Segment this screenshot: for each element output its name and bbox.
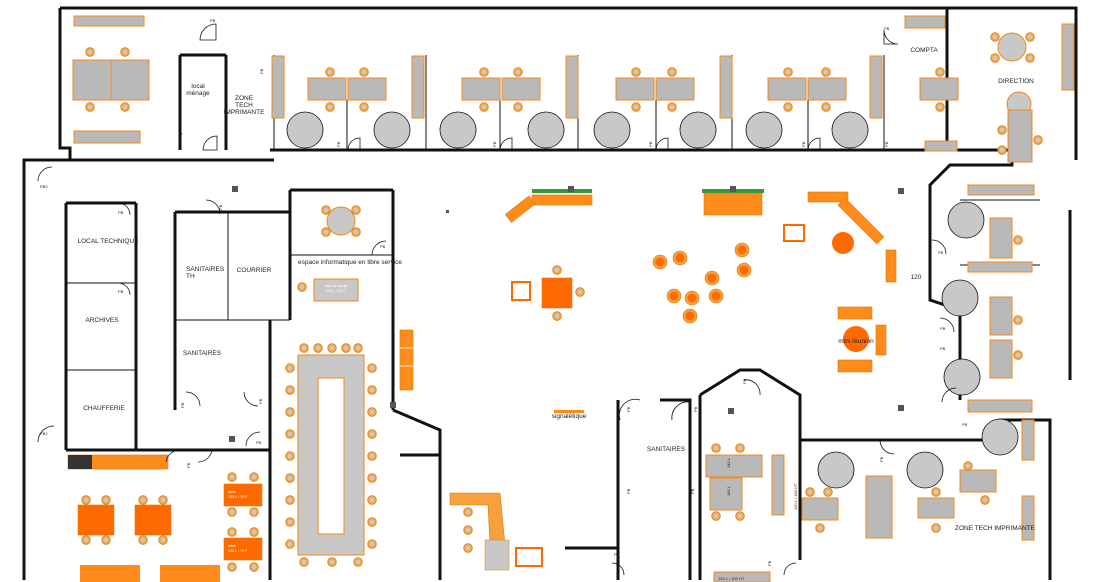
cafeteria-furniture: [67, 454, 263, 582]
round-tables-top: [286, 111, 1019, 489]
tag-pb: PB: [178, 132, 183, 138]
top-offices-furniture: [72, 15, 959, 152]
tag-pb: PB: [879, 456, 884, 462]
label-courrier: COURRIER: [237, 267, 272, 274]
tag-pb: PB: [218, 204, 223, 210]
tag-pb: PB: [336, 141, 341, 147]
tag-pb2: PB2: [40, 184, 48, 189]
tag-pb: PB: [938, 250, 944, 255]
door-tags: PB PB PB PB PB PB PB PB PB PB2 PB PB PB2…: [40, 18, 968, 566]
doors: [37, 23, 957, 576]
espace-informatique-furniture: [297, 205, 361, 302]
tag-pb2: PB2: [40, 431, 48, 436]
tag-pb: PB: [940, 326, 946, 331]
label-banque2: 180 L: [726, 485, 731, 496]
tag-pb: PB: [210, 18, 216, 23]
bottom-center-furniture: [705, 443, 893, 582]
tag-pb: PB: [258, 398, 263, 404]
label-zone-tech-bottom: ZONE TECH IMPRIMANTE: [955, 525, 1036, 532]
meeting-table: [285, 343, 377, 567]
tag-pb: PB: [256, 440, 262, 445]
tag-pb: PB: [962, 422, 968, 427]
tag-pb: PB: [940, 346, 946, 351]
label-local-technique: LOCAL TECHNIQUE: [77, 238, 139, 245]
label-direction: DIRECTION: [998, 78, 1034, 85]
tag-pb: PB: [118, 210, 124, 215]
tag-pb: PB: [767, 560, 772, 566]
tag-pb: PB: [614, 552, 620, 557]
tag-pb: PB: [380, 244, 386, 249]
center-furniture: [399, 189, 897, 571]
tag-pb: PB: [690, 488, 695, 494]
label-chaufferie: CHAUFFERIE: [83, 405, 125, 412]
direction-furniture: [990, 23, 1075, 163]
label-sanitaires-mid: SANITAIRES: [647, 446, 686, 453]
tag-pb: PB: [648, 141, 653, 147]
label-dim-120: 120: [911, 274, 922, 281]
label-sanitaires-left: SANITAIRES: [183, 350, 222, 357]
tag-pb: PB: [884, 141, 889, 147]
label-vitrine: 120 L / 100 HT: [793, 483, 798, 510]
label-signaletique: signalétique: [552, 413, 587, 420]
walls: [22, 6, 1078, 580]
tag-pb: PB: [118, 289, 124, 294]
label-vitrine-bottom: 120 L / 100 HT: [718, 576, 745, 581]
label-banque: 140 L: [726, 457, 731, 468]
tag-pb: PB: [801, 141, 806, 147]
label-espace-info: espace informatique en libre service: [298, 259, 402, 266]
label-compta: COMPTA: [910, 47, 938, 54]
tag-pb: PB: [492, 141, 497, 147]
tag-pb: PB: [186, 462, 191, 468]
tag-pb: PB: [180, 402, 185, 408]
tag-pb: PB: [742, 378, 747, 384]
label-mini-reunion: mini réunion: [838, 338, 874, 345]
tag-pb: PB: [884, 26, 890, 31]
tag-pb: PB: [693, 406, 698, 412]
columns: [229, 186, 904, 442]
tag-pb: PB: [626, 488, 631, 494]
right-offices-furniture: [917, 184, 1035, 541]
label-archives: ARCHIVES: [85, 317, 119, 324]
tag-pb: PB: [626, 406, 631, 412]
tag-pb: PB: [259, 68, 264, 74]
